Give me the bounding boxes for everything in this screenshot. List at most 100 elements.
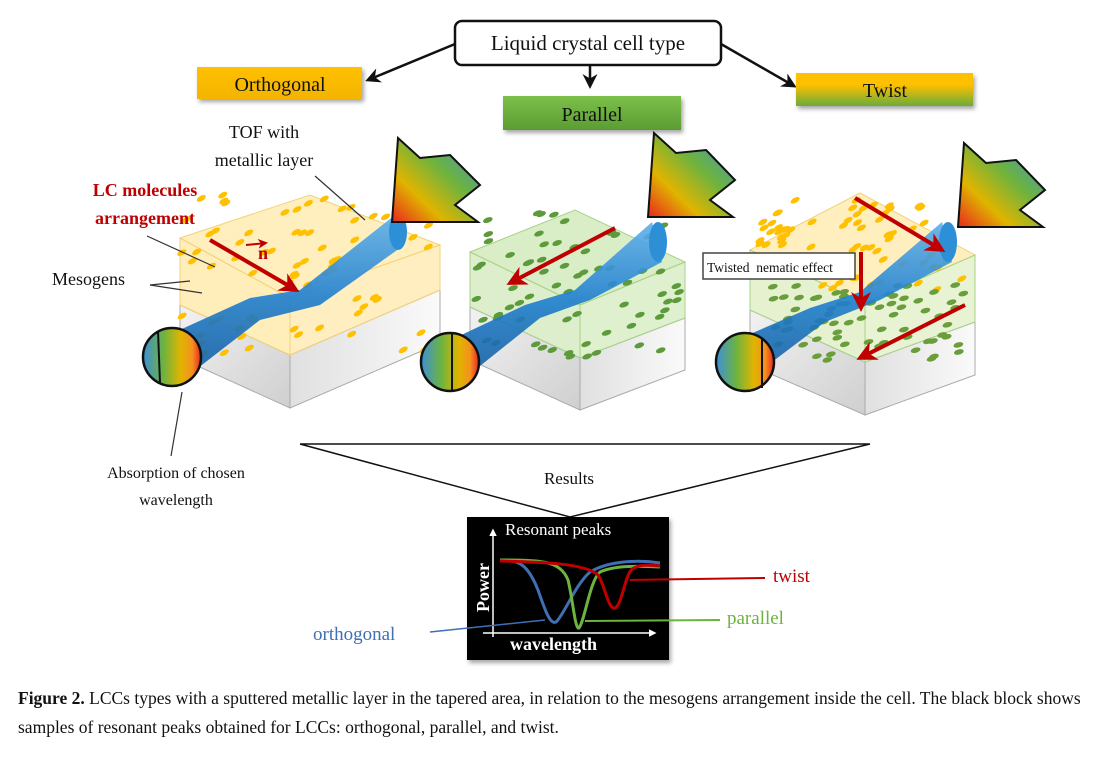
cell-type-parallel-label: Parallel [561, 104, 623, 126]
mesogen [866, 244, 876, 251]
director-arrow [208, 238, 300, 293]
curve-orthogonal [499, 558, 661, 624]
mesogen [478, 316, 488, 323]
mesogen [634, 342, 645, 349]
mesogen [886, 300, 897, 307]
tapered-fiber [725, 222, 952, 380]
mesogen [524, 293, 535, 300]
mesogen [825, 351, 836, 358]
mesogen [953, 349, 964, 355]
mesogen [196, 195, 206, 202]
mesogen [235, 239, 245, 246]
mesogen [508, 285, 518, 292]
mesogen [920, 307, 931, 314]
mesogen [759, 224, 769, 232]
mesogen [530, 341, 541, 348]
mesogen [536, 256, 547, 263]
mesogen [807, 218, 817, 226]
mesogen [471, 295, 482, 302]
mesogen [777, 237, 787, 245]
mesogen [884, 235, 894, 243]
mesogen [876, 326, 887, 333]
legend-parallel: parallel [727, 608, 784, 629]
absorption-label-line2: wavelength [139, 492, 213, 509]
mesogen [929, 353, 939, 360]
tapered-fiber [440, 222, 662, 378]
mesogen [654, 313, 665, 320]
mesogen [551, 282, 562, 289]
mesogen [504, 304, 515, 311]
tof-leader [314, 175, 366, 221]
mesogen [672, 297, 682, 304]
mesogen [573, 272, 583, 279]
mesogen [369, 294, 379, 301]
mesogen [559, 262, 570, 269]
mesogen [937, 332, 948, 338]
mesogen [353, 309, 363, 317]
twist-leader [629, 577, 766, 581]
mesogen [773, 224, 784, 231]
spectrum-lens [419, 331, 481, 393]
mesogen [896, 304, 907, 311]
tof-label-line1: TOF with [229, 122, 299, 142]
mesogen [305, 229, 315, 236]
mesogen [537, 344, 548, 351]
mesogen [610, 232, 621, 238]
mesogen [514, 299, 525, 306]
mesogen [843, 319, 854, 326]
mesogen [928, 338, 938, 344]
mesogen [942, 321, 953, 328]
mesogen [332, 255, 342, 263]
mesogen [655, 347, 666, 354]
x-axis-label: wavelength [510, 634, 597, 654]
mesogen [888, 293, 899, 299]
twisted-nematic-callout: Twisted nematic effect [702, 252, 856, 280]
mesogen [536, 211, 546, 218]
mesogen [206, 262, 216, 270]
mesogen [580, 248, 591, 255]
mesogen [292, 206, 302, 213]
mesogen [292, 261, 302, 269]
mesogen [219, 349, 229, 357]
title-text: Liquid crystal cell type [491, 31, 685, 55]
arrow-to-orthogonal [365, 42, 456, 83]
mesogen [572, 311, 582, 317]
twisted-nematic-label: Twisted nematic effect [707, 260, 833, 275]
absorption-leader [170, 391, 183, 457]
spectrum-lens [141, 326, 203, 388]
mesogen [858, 205, 868, 212]
mesogen [303, 199, 313, 207]
light-input-arrow [646, 130, 737, 218]
legend-orthogonal: orthogonal [313, 624, 395, 645]
cell-type-parallel [503, 96, 681, 130]
mesogen [294, 331, 304, 338]
mesogen [856, 315, 867, 321]
mesogen [423, 221, 434, 229]
cell-type-orthogonal [197, 67, 362, 99]
mesogen [423, 243, 433, 251]
mesogen [505, 252, 515, 258]
mesogen [812, 353, 822, 360]
cell-parallel [419, 130, 737, 411]
mesogen [317, 244, 327, 252]
mesogen [674, 289, 684, 296]
mesogen [565, 353, 576, 360]
mesogen [398, 346, 408, 354]
arrow-to-twist [720, 42, 797, 88]
mesogen [291, 228, 301, 236]
absorption-line [157, 330, 161, 384]
mesogen [878, 256, 888, 263]
cell-type-twist-label: Twist [863, 80, 908, 102]
mesogen [472, 264, 483, 271]
plot-title: Resonant peaks [505, 520, 611, 539]
mesogen [350, 236, 360, 244]
mesogen [581, 341, 591, 348]
mesogen [822, 357, 833, 363]
mesogen [539, 241, 549, 248]
mesogen [832, 329, 843, 336]
mesogen [946, 299, 957, 306]
mesogen [266, 247, 276, 255]
mesogen [244, 229, 254, 237]
mesogen [790, 306, 801, 313]
mesogen [848, 246, 858, 253]
